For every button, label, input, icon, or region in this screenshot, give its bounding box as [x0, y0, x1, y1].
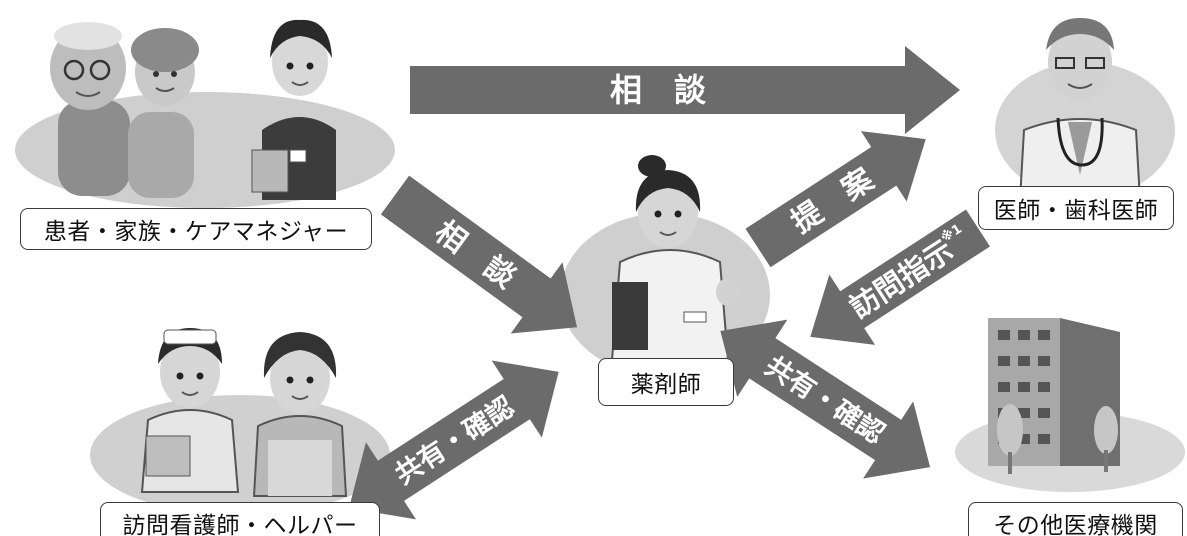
doctor-illustration	[1018, 18, 1142, 201]
proposal-arrow	[745, 131, 926, 268]
institutions-label: その他医療機関	[968, 502, 1183, 536]
share-right-arrow	[720, 319, 931, 479]
pharmacist-label: 薬剤師	[598, 358, 734, 406]
doctors-label: 医師・歯科医師	[978, 186, 1174, 230]
top-consult-arrow	[410, 46, 960, 134]
care-manager-illustration	[251, 19, 366, 200]
patients-label: 患者・家族・ケアマネジャー	[20, 208, 372, 250]
top-consult-arrow-label: 相 談	[610, 71, 707, 109]
share-left-arrow	[349, 360, 559, 520]
elderly-woman-illustration	[128, 28, 199, 198]
left-consult-arrow	[380, 175, 578, 334]
nurse-illustration	[140, 328, 240, 493]
visit-instruction-arrow	[810, 209, 990, 345]
elderly-man-illustration	[50, 22, 130, 196]
helper-illustration	[252, 332, 348, 497]
nurses-label: 訪問看護師・ヘルパー	[100, 502, 380, 536]
pharmacist-illustration	[610, 155, 740, 361]
building-illustration	[988, 318, 1120, 474]
